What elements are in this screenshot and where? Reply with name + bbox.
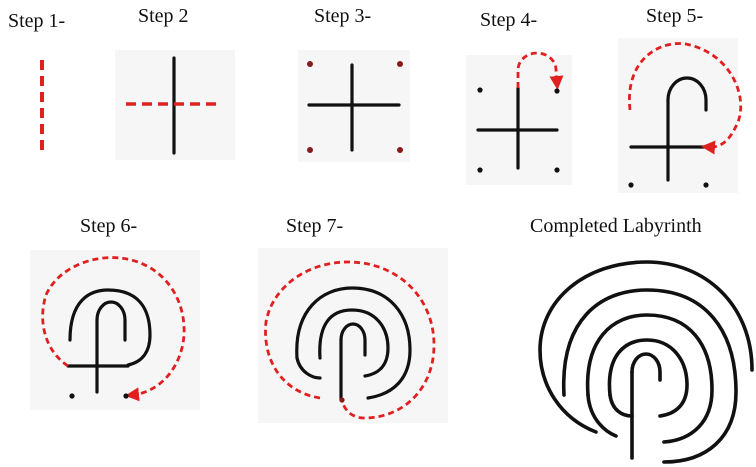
- corner-dot: [554, 167, 560, 173]
- hook-1: [608, 393, 634, 418]
- dashed-loop-arrow: [628, 42, 743, 155]
- step-1: Step 1-: [8, 10, 65, 153]
- step-7-panel: [258, 248, 448, 423]
- corner-dot: [69, 393, 75, 399]
- outer-arc: [295, 286, 412, 400]
- ring-5: [538, 260, 754, 434]
- corner-dot: [628, 182, 634, 188]
- corner-dot: [307, 147, 313, 153]
- corner-dot: [123, 393, 129, 399]
- outer-hook: [295, 356, 322, 380]
- corner-dot: [397, 61, 403, 67]
- ring-1: [630, 352, 662, 382]
- corner-dot: [477, 167, 483, 173]
- step-3: Step 3-: [298, 5, 410, 162]
- ring-3: [585, 313, 714, 444]
- step-6: Step 6-: [30, 215, 200, 410]
- step-2: Step 2: [115, 5, 235, 160]
- step-5-label: Step 5-: [646, 5, 703, 27]
- step-5-panel: [618, 38, 738, 193]
- ring-4: [562, 288, 738, 464]
- corner-dot: [703, 182, 709, 188]
- middle-arc: [68, 288, 152, 367]
- inner-arc: [95, 300, 127, 342]
- dashed-arc-arrow: [516, 51, 564, 90]
- ring-2: [607, 338, 689, 418]
- dashed-loop-arrow: [41, 256, 186, 402]
- corner-dot: [477, 87, 483, 93]
- hook-2: [586, 393, 618, 438]
- completed-labyrinth-label: Completed Labyrinth: [530, 215, 702, 237]
- step-3-label: Step 3-: [314, 5, 371, 27]
- corner-dot: [397, 147, 403, 153]
- dashed-loop-path: [264, 260, 436, 420]
- step-1-label: Step 1-: [8, 10, 65, 32]
- step-6-label: Step 6-: [80, 215, 137, 237]
- step-7: Step 7-: [258, 215, 448, 423]
- step-6-panel: [30, 250, 200, 410]
- corner-dot: [554, 88, 560, 94]
- arc-line: [666, 76, 708, 112]
- second-arc: [318, 308, 390, 378]
- step-4-label: Step 4-: [480, 9, 537, 31]
- step-2-label: Step 2: [138, 5, 189, 27]
- corner-dot: [307, 61, 313, 67]
- step-4: Step 4-: [466, 9, 572, 185]
- corner-dot: [339, 397, 345, 403]
- completed-labyrinth: Completed Labyrinth: [530, 215, 754, 464]
- step-7-label: Step 7-: [286, 215, 343, 237]
- step-5: Step 5-: [618, 5, 743, 193]
- inner-arc: [339, 322, 367, 357]
